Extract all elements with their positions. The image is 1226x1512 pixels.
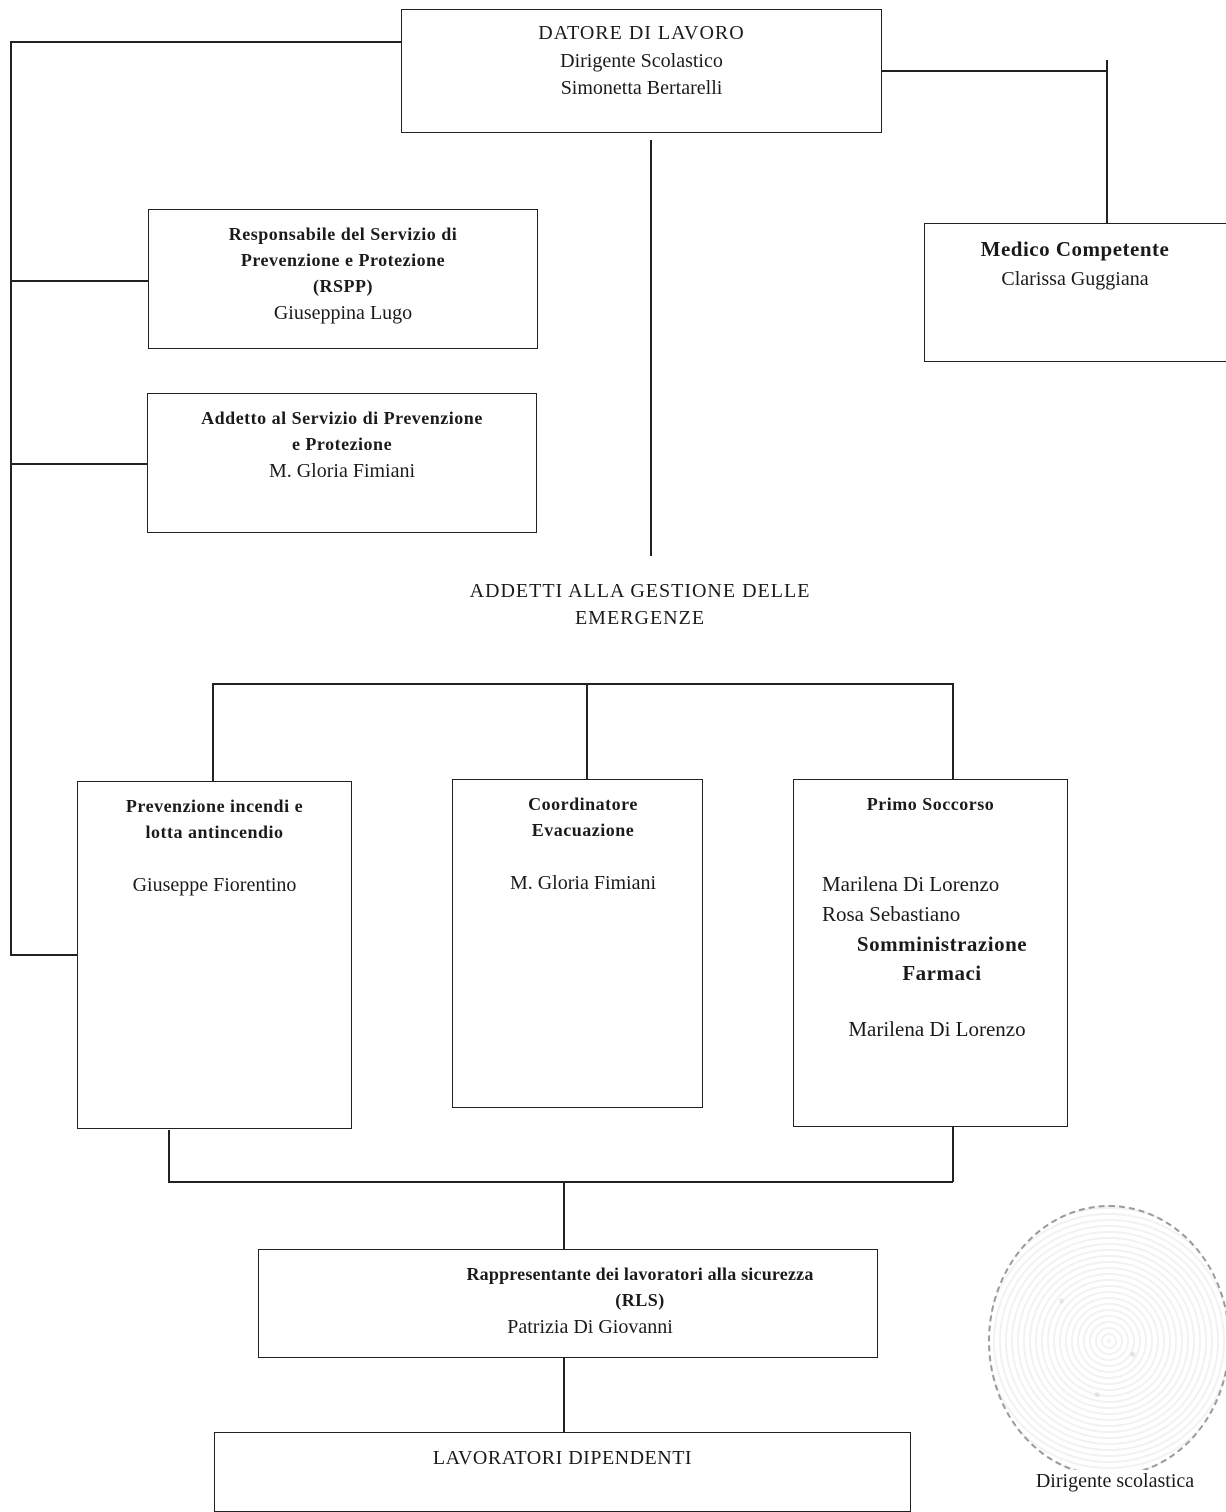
signature-label: Dirigente scolastica <box>1008 1470 1222 1493</box>
datore-name: Simonetta Bertarelli <box>560 77 723 99</box>
lavoratori-box <box>214 1432 911 1512</box>
soccorso-name1: Marilena Di Lorenzo <box>822 872 1000 896</box>
connector-line <box>586 683 588 780</box>
aspp-line2: e Protezione <box>291 434 393 454</box>
evacuazione-name: M. Gloria Fimiani <box>509 872 657 894</box>
incendi-box <box>77 781 352 1129</box>
connector-line <box>10 41 12 955</box>
soccorso-sub1: Somministrazione <box>856 932 1028 956</box>
connector-line <box>212 683 214 782</box>
school-stamp <box>988 1205 1226 1477</box>
connector-line <box>10 41 402 43</box>
medico-title: Medico Competente <box>980 237 1170 261</box>
evacuazione-line1: Coordinatore <box>528 794 638 814</box>
lavoratori-title: LAVORATORI DIPENDENTI <box>432 1447 693 1469</box>
aspp-line1: Addetto al Servizio di Prevenzione <box>201 408 483 428</box>
rspp-box <box>148 209 538 349</box>
connector-line <box>952 1126 954 1182</box>
incendi-line1: Prevenzione incendi e <box>125 796 304 816</box>
connector-line <box>168 1181 953 1183</box>
medico-name: Clarissa Guggiana <box>1001 268 1149 290</box>
connector-line <box>650 140 652 556</box>
evacuazione-line2: Evacuazione <box>531 820 635 840</box>
connector-line <box>168 1130 170 1182</box>
connector-line <box>10 280 148 282</box>
connector-line <box>880 70 1108 72</box>
datore-role: Dirigente Scolastico <box>560 50 723 72</box>
soccorso-title: Primo Soccorso <box>866 794 995 814</box>
emergenze-heading-line1: ADDETTI ALLA GESTIONE DELLE <box>469 580 811 602</box>
connector-line <box>563 1181 565 1249</box>
rspp-name: Giuseppina Lugo <box>273 302 413 324</box>
datore-box <box>401 9 882 133</box>
soccorso-sub2: Farmaci <box>902 961 982 985</box>
soccorso-box <box>793 779 1068 1127</box>
connector-line <box>952 683 954 780</box>
rls-name: Patrizia Di Giovanni <box>507 1316 673 1338</box>
soccorso-name2: Rosa Sebastiano <box>822 902 961 926</box>
connector-line <box>212 683 954 685</box>
soccorso-name3: Marilena Di Lorenzo <box>848 1017 1026 1041</box>
emergenze-heading-line2: EMERGENZE <box>574 607 706 629</box>
aspp-box <box>147 393 537 533</box>
connector-line <box>10 463 148 465</box>
medico-box <box>924 223 1226 362</box>
incendi-name: Giuseppe Fiorentino <box>132 874 297 896</box>
aspp-name: M. Gloria Fimiani <box>268 460 416 482</box>
rls-box <box>258 1249 878 1358</box>
evacuazione-box <box>452 779 703 1108</box>
connector-line <box>10 954 78 956</box>
rls-abbr: (RLS) <box>615 1290 665 1310</box>
rspp-abbr: (RSPP) <box>313 276 373 296</box>
datore-title: DATORE DI LAVORO <box>538 22 745 44</box>
connector-line <box>563 1357 565 1432</box>
connector-line <box>1106 60 1108 224</box>
rspp-line2: Prevenzione e Protezione <box>240 250 446 270</box>
rls-line1: Rappresentante dei lavoratori alla sicur… <box>466 1264 814 1284</box>
rspp-line1: Responsabile del Servizio di <box>228 224 458 244</box>
incendi-line2: lotta antincendio <box>145 822 284 842</box>
